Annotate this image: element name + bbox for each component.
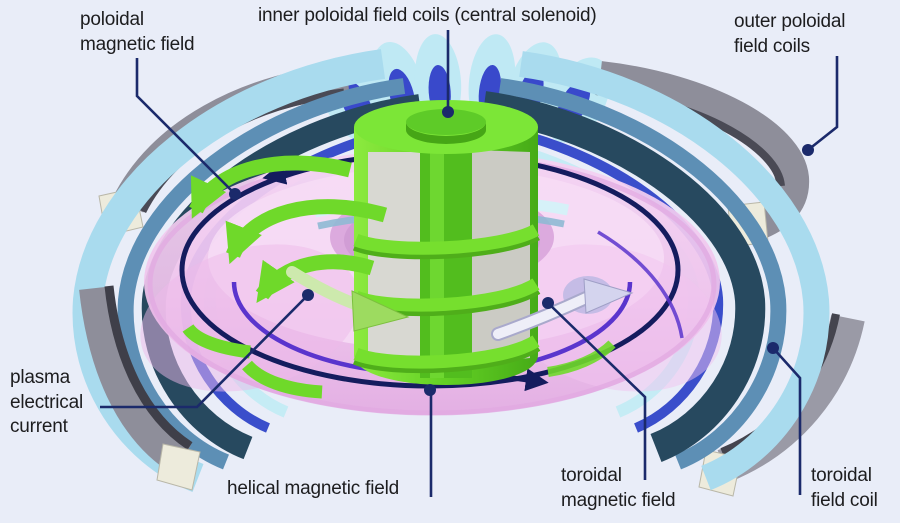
label-toroidal-magnetic-field: toroidal magnetic field [561, 465, 676, 511]
connector-dot [442, 106, 454, 118]
plasma-current-arrow [504, 368, 549, 392]
connector-dot [229, 188, 241, 200]
connector-dot [542, 297, 554, 309]
connector-poloidal-field-line [135, 58, 236, 195]
label-connector-dots [229, 106, 814, 396]
connector-dot [302, 289, 314, 301]
label-helical-magnetic-field: helical magnetic field [227, 478, 399, 499]
central-solenoid [352, 100, 541, 385]
connector-dot [802, 144, 814, 156]
connector-outer-coils-line [807, 56, 839, 152]
label-connectors [100, 30, 839, 497]
label-plasma-electrical-current: plasma electrical current [10, 367, 83, 438]
toroidal-field-arrow [491, 276, 634, 341]
poloidal-field-arrows [182, 155, 616, 399]
label-outer-poloidal-field-coils: outer poloidal field coils [734, 11, 846, 57]
label-inner-poloidal-field-coils: inner poloidal field coils (central sole… [258, 5, 597, 26]
outer-poloidal-coil-bottom-left [79, 285, 201, 491]
connector-dot [767, 342, 779, 354]
connector-plasma-current-line [100, 294, 309, 409]
label-toroidal-field-coil: toroidal field coil [811, 465, 878, 511]
label-poloidal-magnetic-field: poloidal magnetic field [80, 9, 195, 55]
plasma-flow-arrow [286, 266, 410, 332]
connector-toroidal-coil-line [772, 347, 802, 495]
connector-toroidal-field-line [547, 302, 647, 480]
coil-end-face [156, 443, 201, 491]
connector-dot [424, 384, 436, 396]
plasma-current-arrow [262, 162, 301, 185]
